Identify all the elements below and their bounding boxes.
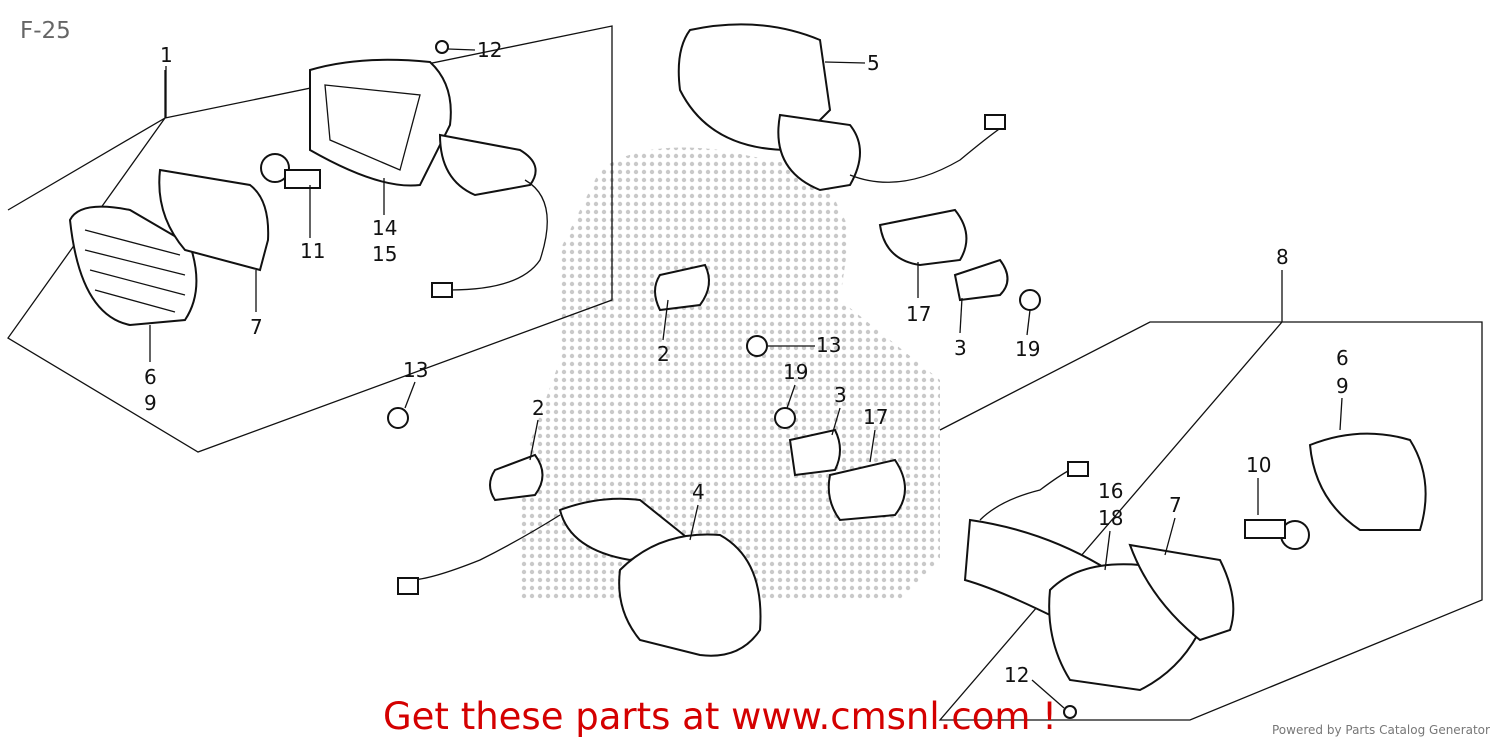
bulb-left: [260, 153, 321, 189]
callout-7: 7: [250, 315, 263, 339]
callout-13-left: 13: [403, 358, 428, 382]
callout-19: 19: [1015, 337, 1040, 361]
screw-12-bottom: [1031, 679, 1077, 719]
gasket-right: [1128, 543, 1235, 642]
turn-signal-rear-top: [677, 23, 1006, 192]
callout-14: 14: [372, 216, 397, 240]
lens-right: [1308, 432, 1427, 531]
callout-9: 9: [144, 391, 157, 415]
group-box-left: [7, 25, 613, 453]
callout-7-right: 7: [1169, 493, 1182, 517]
callout-4: 4: [692, 480, 705, 504]
group-box-right: [938, 270, 1483, 721]
callout-5: 5: [867, 51, 880, 75]
callout-11: 11: [300, 239, 325, 263]
callout-2-left: 2: [532, 396, 545, 420]
callout-3-center: 3: [834, 383, 847, 407]
callout-19-center: 19: [783, 360, 808, 384]
callout-8: 8: [1276, 245, 1289, 269]
callout-3: 3: [954, 336, 967, 360]
callout-10: 10: [1246, 453, 1271, 477]
gasket-left: [158, 168, 270, 272]
callout-17-center: 17: [863, 405, 888, 429]
callout-12: 12: [477, 38, 502, 62]
leader-lines: [149, 66, 1343, 571]
lens-left: [68, 205, 198, 327]
callout-12-bottom: 12: [1004, 663, 1029, 687]
callout-6-right: 6: [1336, 346, 1349, 370]
promo-link[interactable]: Get these parts at www.cmsnl.com !: [383, 695, 1058, 738]
bulb-right: [1244, 519, 1310, 550]
page-title: F-25: [20, 18, 71, 44]
callout-17: 17: [906, 302, 931, 326]
turn-signal-front-bottom: [397, 497, 762, 657]
callout-labels: 1 12 5 14 15 11 7 6 9 2 17 3 19 13 8 13 …: [144, 38, 1349, 687]
callout-6: 6: [144, 365, 157, 389]
callout-2: 2: [657, 342, 670, 366]
callout-16: 16: [1098, 479, 1123, 503]
callout-18: 18: [1098, 506, 1123, 530]
small-hardware: [387, 208, 1041, 522]
screw-12-top: [435, 40, 476, 54]
powered-by-footer: Powered by Parts Catalog Generator: [1272, 723, 1490, 737]
callout-9-right: 9: [1336, 374, 1349, 398]
turn-signal-front-left: [309, 58, 548, 298]
callout-13: 13: [816, 333, 841, 357]
callout-1: 1: [160, 43, 173, 67]
callout-15: 15: [372, 242, 397, 266]
